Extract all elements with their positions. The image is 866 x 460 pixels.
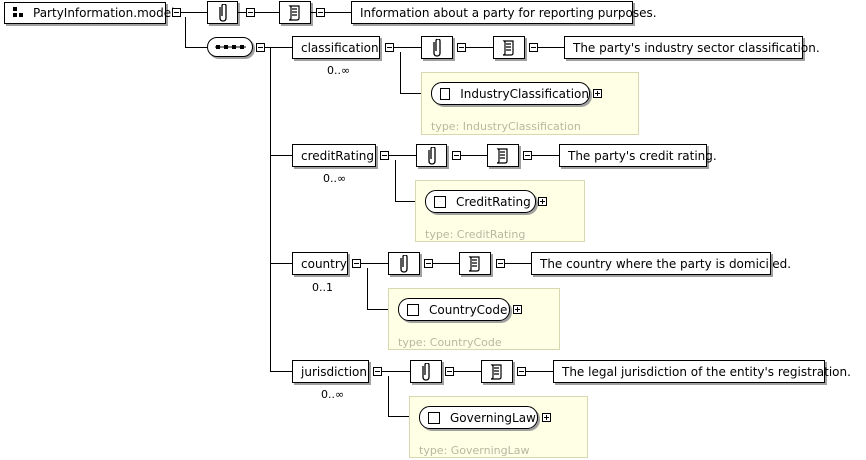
element-country[interactable]: country [292,252,348,275]
expand-toggle-icon[interactable] [513,305,522,314]
element-name: jurisdiction [301,364,367,379]
element-documentation: The party's industry sector classificati… [564,36,820,59]
connector [526,371,553,372]
collapse-toggle-icon[interactable] [445,367,454,376]
connector [538,47,564,48]
connector [361,263,388,264]
connector [388,376,389,417]
model-group-icon [13,7,25,19]
connector [185,47,207,48]
collapse-toggle-icon[interactable] [452,151,461,160]
connector [311,12,316,13]
expand-toggle-icon[interactable] [542,413,551,422]
documentation-scroll-icon[interactable] [493,36,525,59]
documentation-scroll-icon[interactable] [481,360,513,383]
connector [325,12,351,13]
collapse-toggle-icon[interactable] [529,43,538,52]
connector [270,47,271,372]
connector [400,52,401,94]
connector [382,371,410,372]
connector [255,12,279,13]
expand-toggle-icon[interactable] [593,89,602,98]
collapse-toggle-icon[interactable] [523,151,532,160]
connector [367,309,388,310]
collapse-toggle-icon[interactable] [385,43,394,52]
connector [367,268,368,310]
element-classification[interactable]: classification [292,36,380,59]
connector [270,371,292,372]
connector [532,155,559,156]
connector [461,155,487,156]
type-reference-countrycode[interactable]: CountryCode [398,298,510,321]
root-model-label: PartyInformation.model [33,6,175,20]
connector [238,12,246,13]
element-documentation: The party's credit rating. [559,144,717,167]
type-checkbox-icon [440,87,451,100]
appinfo-icon[interactable] [207,1,238,24]
type-label: type: GoverningLaw [419,444,530,457]
collapse-toggle-icon[interactable] [373,367,382,376]
root-documentation-text: Information about a party for reporting … [360,5,657,20]
connector [388,416,409,417]
collapse-toggle-icon[interactable] [246,8,255,17]
connector [466,47,493,48]
documentation-scroll-icon[interactable] [459,252,491,275]
element-name: creditRating [301,148,374,163]
connector [400,93,421,94]
connector [389,155,416,156]
collapse-toggle-icon[interactable] [380,151,389,160]
type-checkbox-icon [407,303,419,316]
element-multiplicity: 0..∞ [327,64,351,77]
type-reference-governinglaw[interactable]: GoverningLaw [419,406,538,429]
appinfo-icon[interactable] [388,252,420,275]
type-checkbox-icon [428,411,440,424]
root-model-node[interactable]: PartyInformation.model [4,2,174,24]
appinfo-icon[interactable] [416,144,447,167]
connector [181,12,207,13]
collapse-toggle-icon[interactable] [172,8,181,17]
sequence-compositor-icon[interactable] [207,37,253,57]
appinfo-icon[interactable] [410,360,442,383]
root-documentation: Information about a party for reporting … [351,1,657,24]
type-label: type: IndustryClassification [431,120,581,133]
element-name: country [301,256,347,271]
type-reference-creditrating[interactable]: CreditRating [425,190,536,213]
documentation-scroll-icon[interactable] [279,1,311,24]
type-reference-industryclassification[interactable]: IndustryClassification [431,82,590,105]
type-label: type: CountryCode [398,336,502,349]
appinfo-icon[interactable] [421,36,453,59]
element-multiplicity: 0..1 [312,281,333,294]
element-documentation: The legal jurisdiction of the entity's r… [553,360,851,383]
collapse-toggle-icon[interactable] [496,259,505,268]
connector [394,47,421,48]
element-multiplicity: 0..∞ [321,388,345,401]
collapse-toggle-icon[interactable] [256,43,265,52]
type-label: type: CreditRating [425,228,526,241]
collapse-toggle-icon[interactable] [424,259,433,268]
collapse-toggle-icon[interactable] [316,8,325,17]
expand-toggle-icon[interactable] [538,197,547,206]
connector [433,263,459,264]
element-name: classification [301,40,379,55]
connector [395,160,396,202]
documentation-scroll-icon[interactable] [487,144,519,167]
element-multiplicity: 0..∞ [323,172,347,185]
element-documentation: The country where the party is domiciled… [531,252,791,275]
type-checkbox-icon [434,195,446,208]
connector [454,371,481,372]
collapse-toggle-icon[interactable] [457,43,466,52]
collapse-toggle-icon[interactable] [517,367,526,376]
collapse-toggle-icon[interactable] [352,259,361,268]
connector [505,263,531,264]
connector [270,155,292,156]
connector [395,201,415,202]
connector [185,17,186,48]
connector [270,263,292,264]
element-jurisdiction[interactable]: jurisdiction [292,360,369,383]
connector [265,47,292,48]
element-creditrating[interactable]: creditRating [292,144,376,167]
